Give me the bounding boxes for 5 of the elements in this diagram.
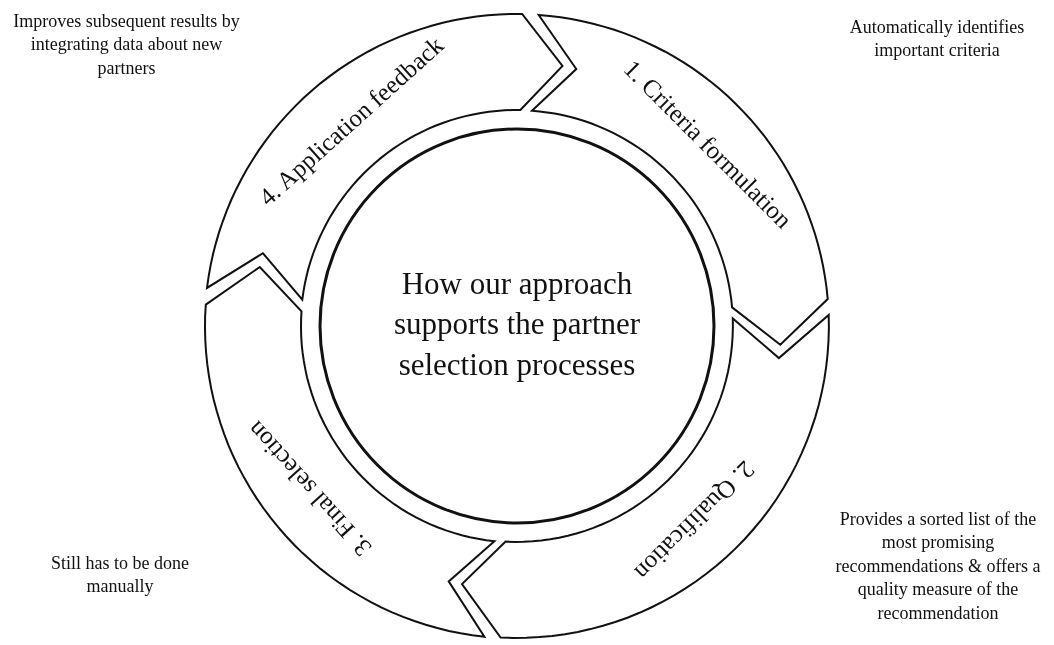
center-title: How our approach supports the partner selection processes (392, 265, 642, 384)
step-description: Provides a sorted list of the most promising recommendations & offers a quality measure of the recommendation (834, 508, 1042, 625)
step-description: Automatically identifies important criteria (848, 16, 1026, 63)
step-description: Improves subsequent results by integrating data about new partners (12, 10, 241, 80)
step-description: Still has to be done manually (50, 552, 190, 599)
